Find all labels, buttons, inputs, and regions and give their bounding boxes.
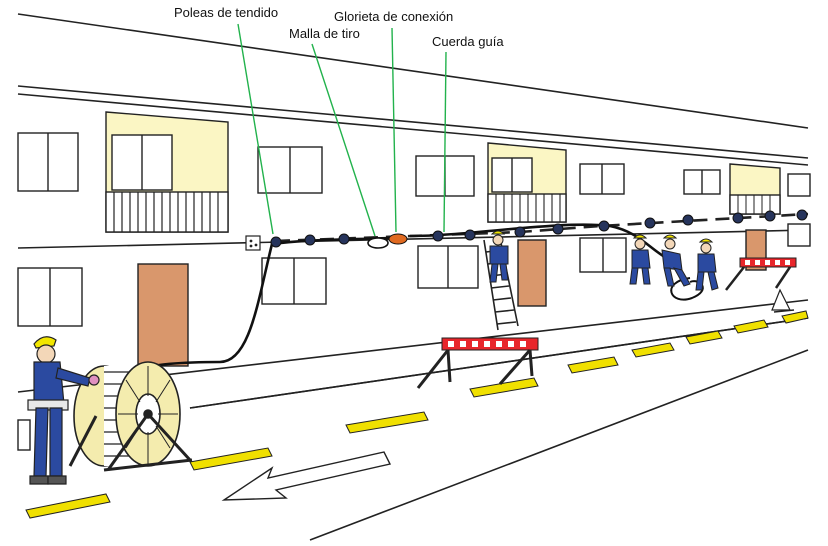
pulley <box>305 235 315 245</box>
road-barrier <box>726 258 796 290</box>
worker <box>630 235 650 284</box>
worker <box>662 235 690 286</box>
callout-line-glorieta <box>392 28 396 232</box>
window <box>684 170 720 194</box>
balcony <box>106 112 228 232</box>
label-glorieta-de-conexion: Glorieta de conexión <box>334 10 453 23</box>
balcony <box>488 143 566 222</box>
window <box>788 224 810 246</box>
pulley <box>433 231 443 241</box>
lane-mark <box>26 494 110 518</box>
door <box>518 240 546 306</box>
pulley <box>271 237 281 247</box>
lane-mark <box>568 357 618 373</box>
window <box>18 420 30 450</box>
label-cuerda-guia: Cuerda guía <box>432 35 504 48</box>
lane-mark <box>632 343 674 357</box>
pulley <box>645 218 655 228</box>
pulling-grip <box>368 238 388 248</box>
pulley <box>515 227 525 237</box>
pulley <box>733 213 743 223</box>
callout-line-malla <box>312 44 375 236</box>
window <box>18 133 78 191</box>
window <box>18 268 82 326</box>
pulley <box>339 234 349 244</box>
pulley <box>797 210 807 220</box>
window <box>580 164 624 194</box>
lane-mark <box>782 311 808 323</box>
worker <box>696 239 718 290</box>
pulley <box>765 211 775 221</box>
pulley <box>553 224 563 234</box>
pulley <box>683 215 693 225</box>
lane-mark <box>734 320 768 333</box>
connection-swivel <box>389 234 407 244</box>
wall-box <box>246 236 260 250</box>
label-poleas-de-tendido: Poleas de tendido <box>174 6 278 19</box>
pulley <box>465 230 475 240</box>
window <box>788 174 810 196</box>
balcony <box>730 164 780 214</box>
door <box>138 264 188 366</box>
lane-mark <box>190 448 272 470</box>
window <box>418 246 478 288</box>
window <box>258 147 322 193</box>
lane-mark <box>346 412 428 433</box>
label-malla-de-tiro: Malla de tiro <box>289 27 360 40</box>
window <box>262 258 326 304</box>
pulling-workers <box>630 235 718 290</box>
warning-cone <box>772 290 794 312</box>
road-edge-far <box>310 350 808 540</box>
callout-line-cuerda <box>444 52 446 232</box>
pulley <box>599 221 609 231</box>
roof-line <box>18 14 808 128</box>
window <box>580 238 626 272</box>
callout-line-poleas <box>238 24 273 234</box>
